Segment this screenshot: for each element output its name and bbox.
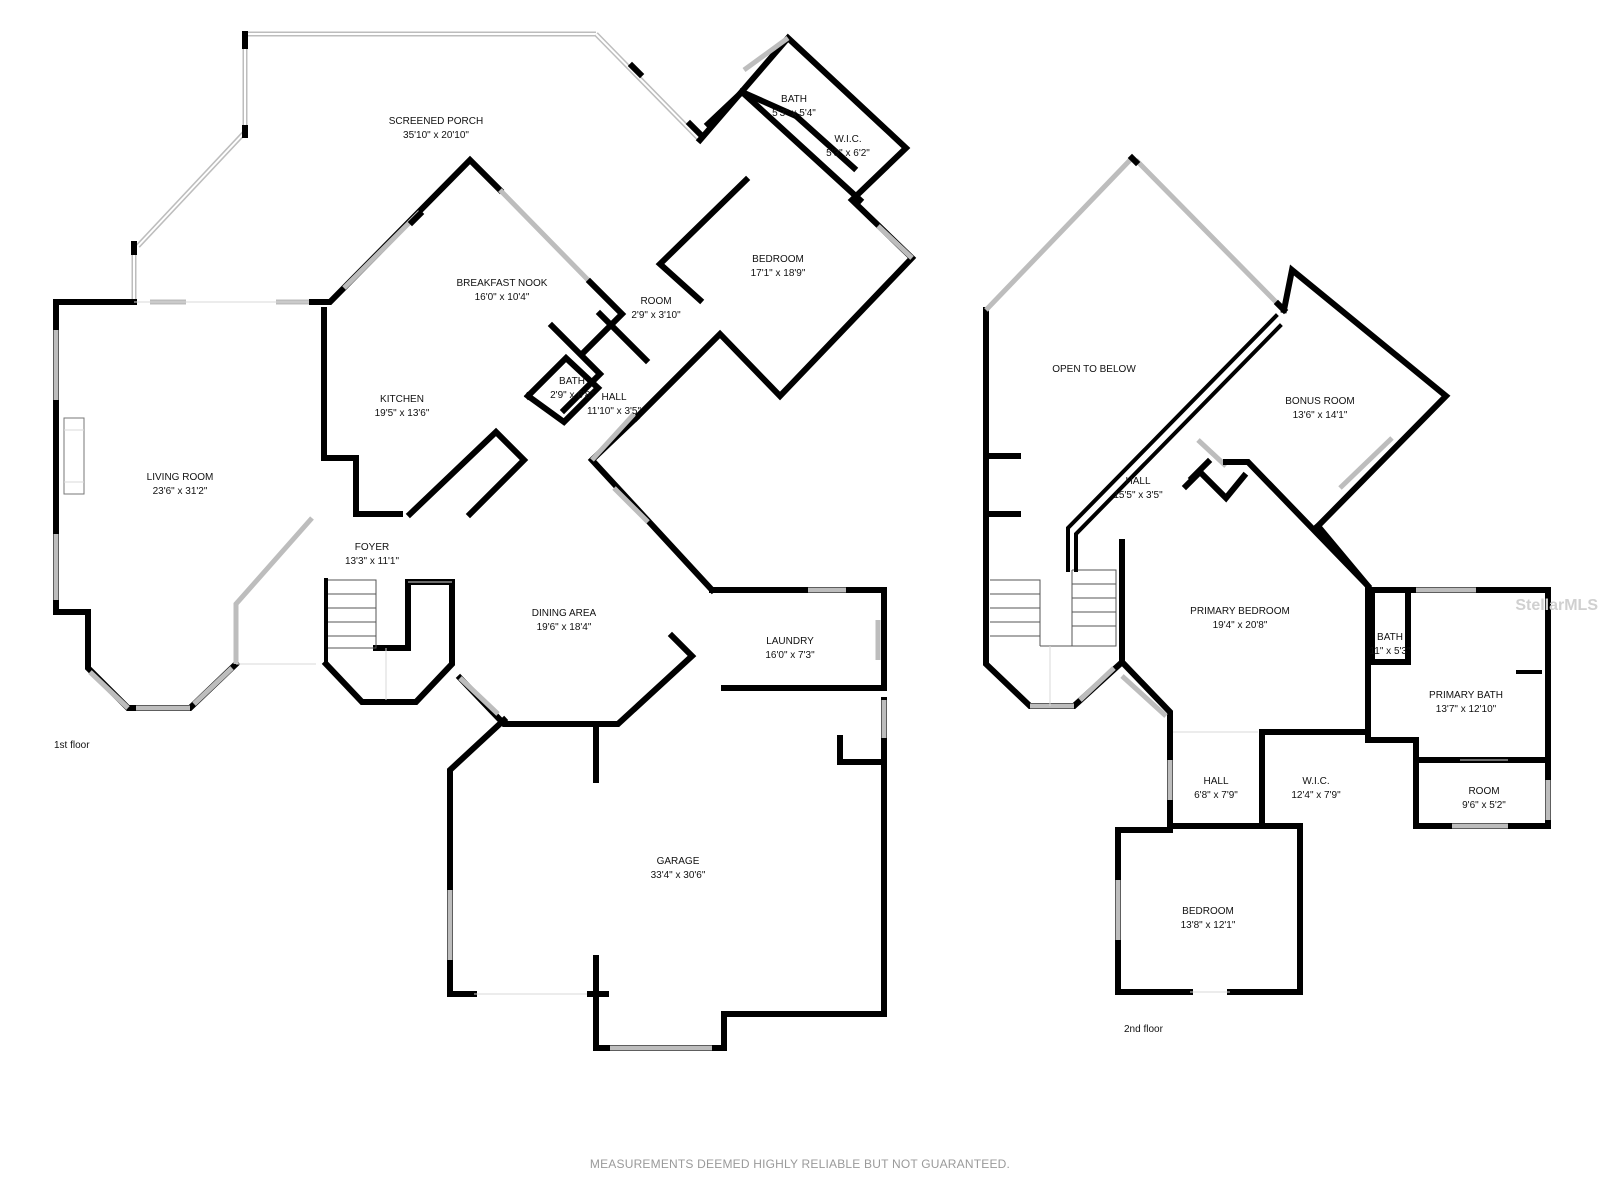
room-name-hall-1: HALL — [601, 392, 626, 403]
room-name-garage: GARAGE — [657, 856, 700, 867]
room-name-kitchen: KITCHEN — [380, 394, 424, 405]
room-dim-living-room: 23'6" x 31'2" — [153, 486, 208, 497]
room-name-open-to-below: OPEN TO BELOW — [1052, 364, 1136, 375]
room-name-breakfast-nook: BREAKFAST NOOK — [457, 278, 548, 289]
room-name-hall-3: HALL — [1203, 776, 1228, 787]
room-name-dining-area: DINING AREA — [532, 608, 597, 619]
room-dim-hall-1: 11'10" x 3'5" — [587, 406, 642, 417]
room-name-bath-2: BATH — [559, 376, 585, 387]
room-name-screened-porch: SCREENED PORCH — [389, 116, 483, 127]
room-dim-room-1: 2'9" x 3'10" — [631, 310, 681, 321]
room-dim-bedroom-1: 17'1" x 18'9" — [751, 268, 806, 279]
room-name-wic-2: W.I.C. — [1302, 776, 1329, 787]
room-name-living-room: LIVING ROOM — [147, 472, 214, 483]
room-dim-primary-bath: 13'7" x 12'10" — [1436, 704, 1497, 715]
room-dim-bedroom-2: 13'8" x 12'1" — [1181, 920, 1236, 931]
watermark-logo: StellarMLS — [1515, 597, 1598, 614]
foyer-walls — [321, 578, 455, 705]
room-name-bonus-room: BONUS ROOM — [1285, 396, 1354, 407]
room-name-hall-2: HALL — [1125, 476, 1150, 487]
room-name-primary-bath: PRIMARY BATH — [1429, 690, 1503, 701]
primary-bath-walls — [1365, 587, 1551, 829]
room-dim-hall-2: 15'5" x 3'5" — [1113, 490, 1163, 501]
living-room-walls — [53, 299, 330, 711]
room-name-bedroom-1: BEDROOM — [752, 254, 804, 265]
bedroom-wing-walls — [631, 33, 917, 423]
room-dim-bath-2: 2'9" x 6'8" — [550, 390, 594, 401]
garage-walls — [447, 697, 887, 1051]
floor-1-label: 1st floor — [54, 740, 90, 751]
room-dim-primary-bedroom: 19'4" x 20'8" — [1213, 620, 1268, 631]
room-name-room-1: ROOM — [640, 296, 671, 307]
screened-porch-outline — [131, 31, 707, 302]
room-dim-garage: 33'4" x 30'6" — [651, 870, 706, 881]
open-to-below-walls — [983, 153, 1289, 709]
room-dim-wic-1: 5'3" x 6'2" — [826, 148, 870, 159]
room-dim-breakfast-nook: 16'0" x 10'4" — [475, 292, 530, 303]
room-dim-hall-3: 6'8" x 7'9" — [1194, 790, 1238, 801]
room-dim-bath-3: 11" x 5'3" — [1369, 646, 1411, 657]
floor-1-plan — [53, 31, 917, 1051]
room-name-wic-1: W.I.C. — [834, 134, 861, 145]
dining-area-walls — [455, 412, 887, 727]
room-dim-bonus-room: 13'6" x 14'1" — [1293, 410, 1348, 421]
room-dim-dining-area: 19'6" x 18'4" — [537, 622, 592, 633]
room-name-foyer: FOYER — [355, 542, 389, 553]
room-name-primary-bedroom: PRIMARY BEDROOM — [1190, 606, 1290, 617]
room-dim-laundry: 16'0" x 7'3" — [765, 650, 815, 661]
floor-2-label: 2nd floor — [1124, 1024, 1164, 1035]
bonus-room-walls — [1196, 264, 1451, 531]
kitchen-walls — [309, 155, 651, 519]
bedroom-2-walls — [1115, 823, 1303, 995]
room-name-bath-3: BATH — [1377, 632, 1403, 643]
room-name-laundry: LAUNDRY — [766, 636, 814, 647]
room-name-bath-1: BATH — [781, 94, 807, 105]
room-dim-foyer: 13'3" x 11'1" — [345, 556, 400, 567]
room-name-room-2: ROOM — [1468, 786, 1499, 797]
room-dim-bath-1: 5'3" x 5'4" — [772, 108, 816, 119]
floor-2-plan — [983, 153, 1551, 995]
room-name-bedroom-2: BEDROOM — [1182, 906, 1234, 917]
disclaimer-footer: MEASUREMENTS DEEMED HIGHLY RELIABLE BUT … — [590, 1157, 1010, 1171]
room-dim-room-2: 9'6" x 5'2" — [1462, 800, 1506, 811]
room-dim-wic-2: 12'4" x 7'9" — [1291, 790, 1341, 801]
hall-wic-walls — [1167, 729, 1371, 829]
room-dim-kitchen: 19'5" x 13'6" — [375, 408, 430, 419]
room-dim-screened-porch: 35'10" x 20'10" — [403, 130, 469, 141]
